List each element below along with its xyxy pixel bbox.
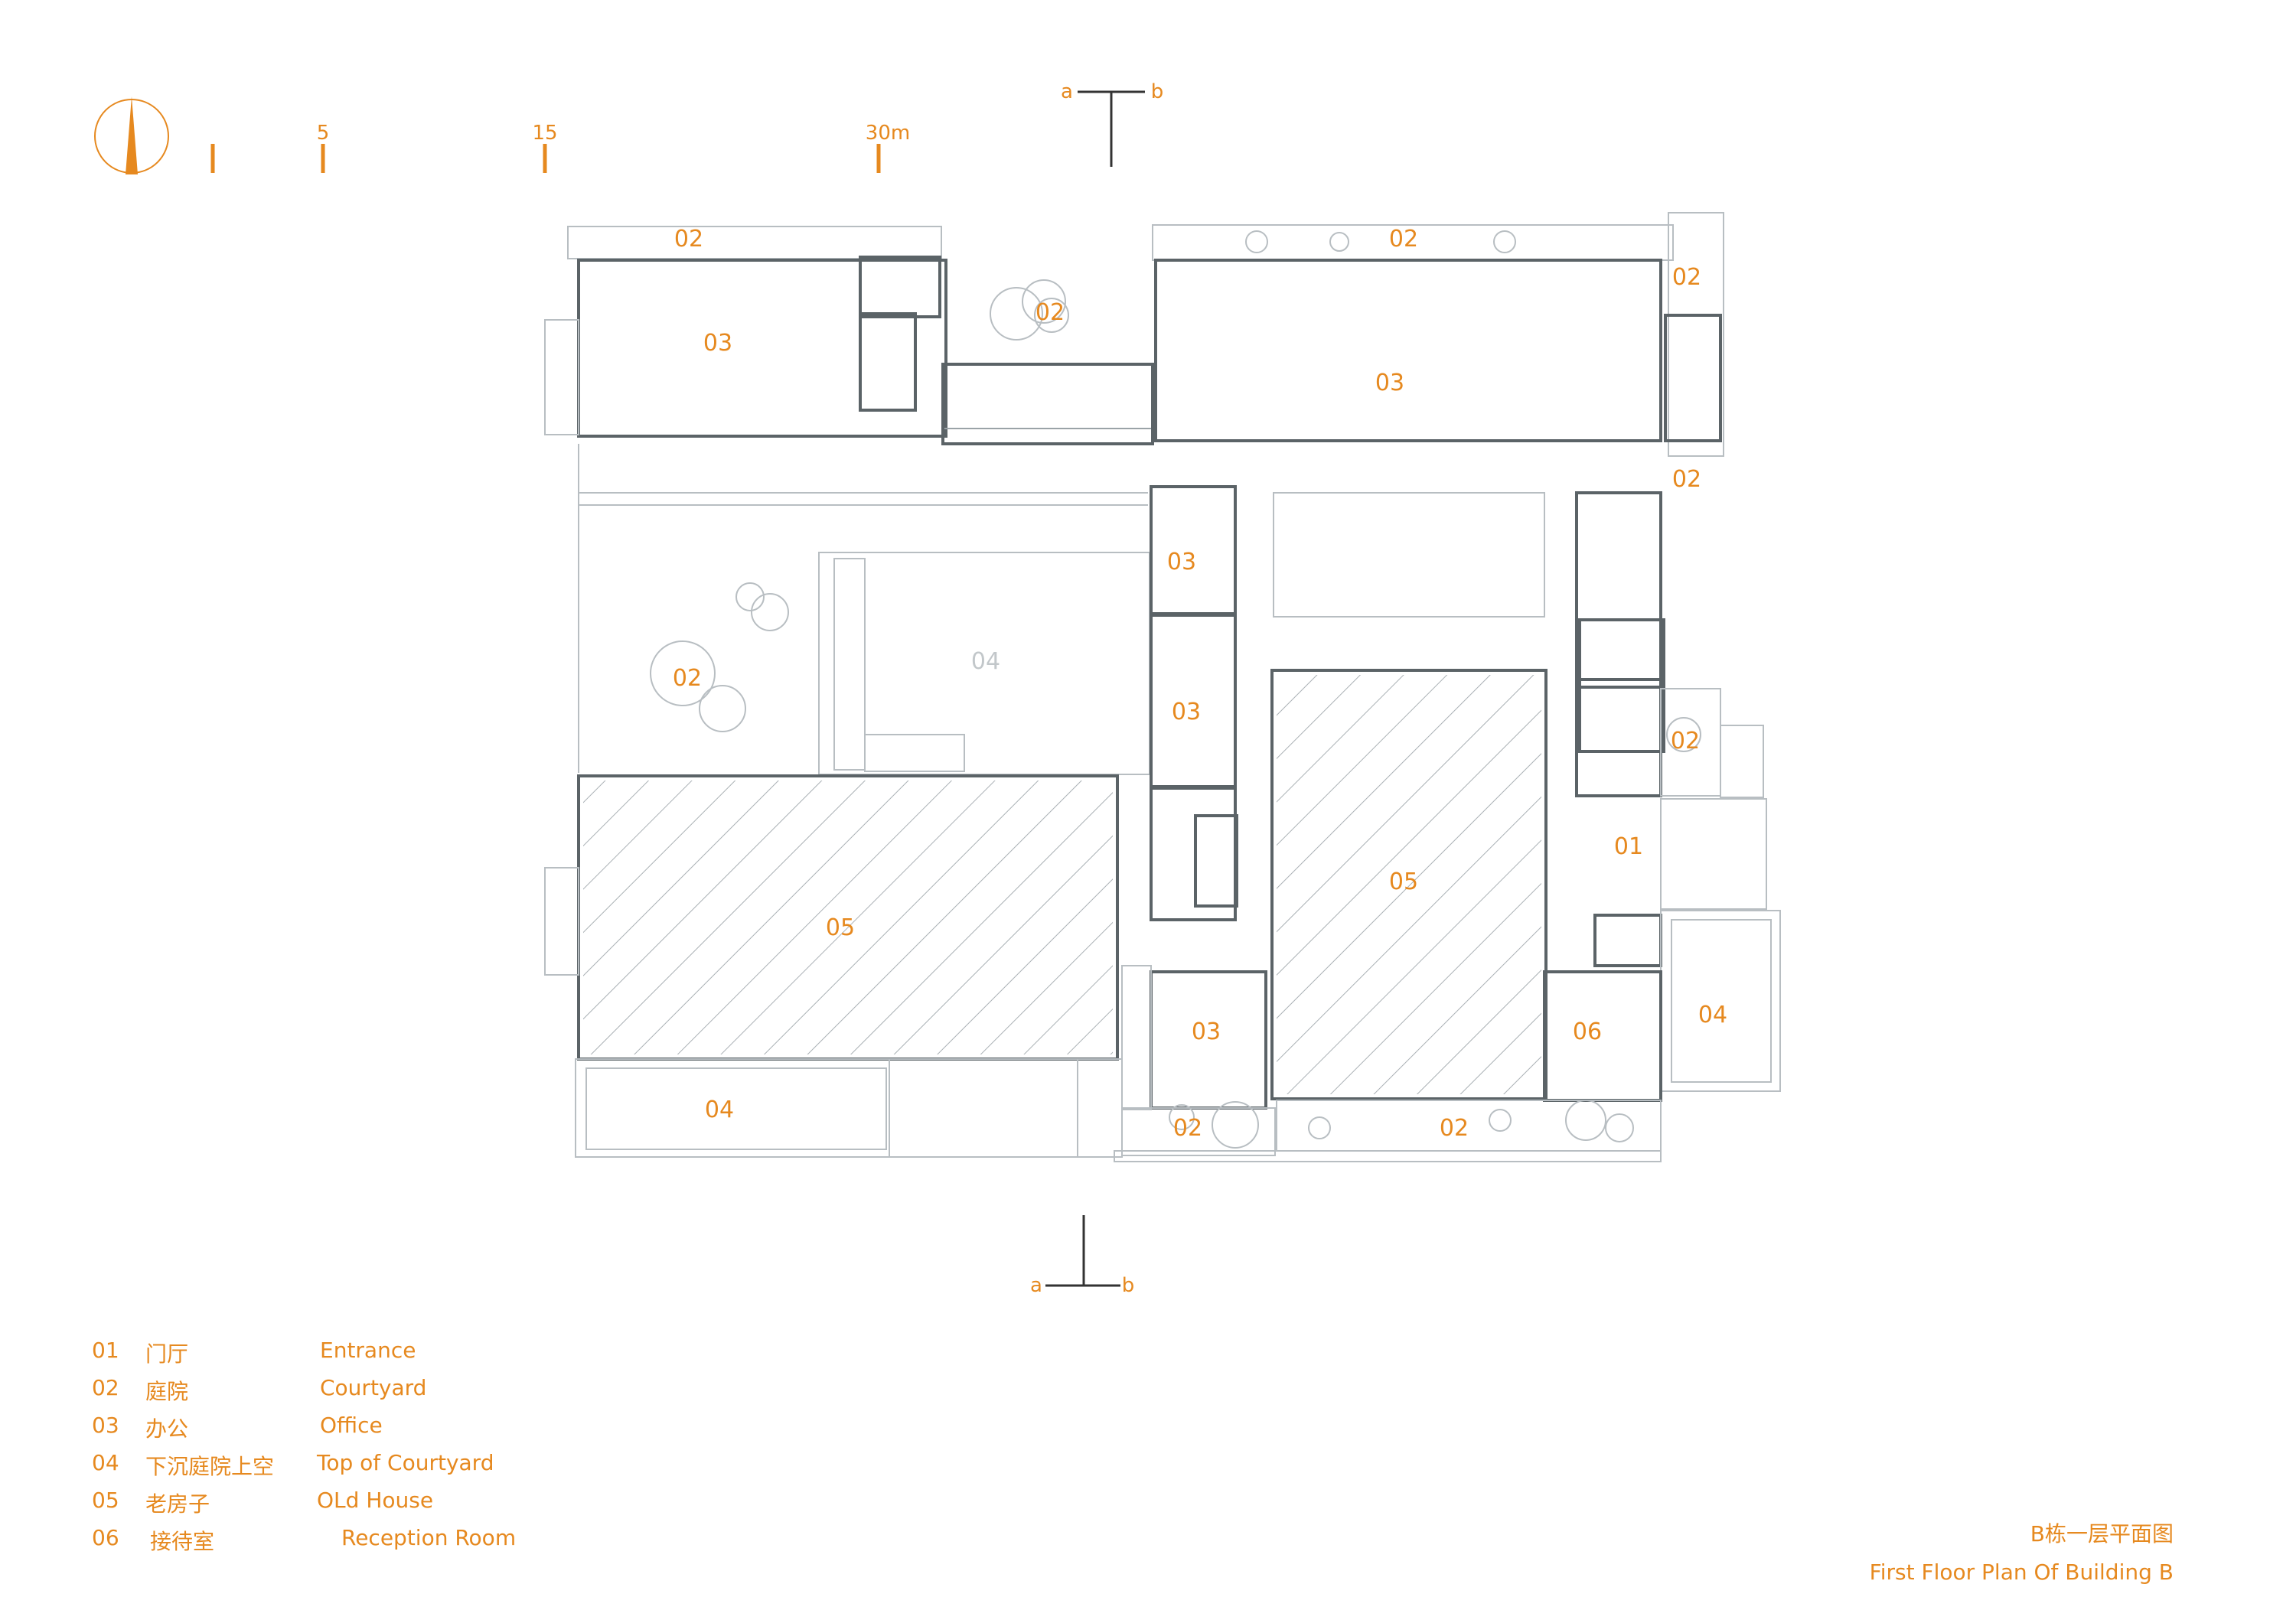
label-courtyard-bottom-2: 02: [1440, 1115, 1469, 1142]
legend-en: Office: [320, 1413, 383, 1438]
legend-num: 02: [92, 1375, 119, 1400]
section-marker-bottom: a b: [1030, 1215, 1134, 1297]
legend-cn: 办公: [145, 1416, 189, 1442]
label-sunken-courtyard-right: 04: [1698, 1002, 1727, 1028]
drawing-title-en: First Floor Plan Of Building B: [1869, 1559, 2174, 1585]
label-office-mid-1: 03: [1167, 549, 1196, 575]
legend-row: 04 下沉庭院上空 Top of Courtyard: [92, 1450, 673, 1484]
drawing-title: B栋一层平面图 First Floor Plan Of Building B: [1852, 1515, 2174, 1592]
legend-en: Top of Courtyard: [317, 1450, 494, 1475]
legend-row: 01 门厅 Entrance: [92, 1338, 673, 1371]
scale-tick-5: 5: [317, 122, 330, 145]
legend-num: 05: [92, 1488, 119, 1513]
scale-tick-30m: 30m: [866, 122, 910, 145]
label-courtyard-small: 02: [1035, 299, 1065, 326]
legend-en: Reception Room: [341, 1525, 517, 1550]
scale-tick-15: 15: [532, 122, 557, 145]
legend-row: 06 接待室 Reception Room: [92, 1525, 673, 1559]
legend-num: 06: [92, 1525, 119, 1550]
label-old-house-right: 05: [1389, 869, 1418, 895]
label-office-bottom: 03: [1192, 1018, 1221, 1045]
legend-row: 02 庭院 Courtyard: [92, 1375, 673, 1409]
section-b-top: b: [1151, 80, 1164, 103]
left-wing: [544, 226, 1154, 1158]
section-a-top: a: [1061, 80, 1073, 103]
label-office-mid-2: 03: [1172, 699, 1201, 725]
label-courtyard-top-right: 02: [1389, 226, 1418, 253]
north-arrow-icon: [94, 96, 169, 174]
legend-num: 04: [92, 1450, 119, 1475]
section-marker-top: a b: [1061, 80, 1163, 167]
legend-cn: 门厅: [145, 1341, 189, 1367]
label-reception: 06: [1573, 1018, 1602, 1045]
label-office-left: 03: [703, 330, 732, 357]
label-entrance: 01: [1614, 833, 1643, 860]
trees: [650, 230, 1701, 1149]
label-courtyard-right-1: 02: [1672, 264, 1701, 291]
drawing-title-cn: B栋一层平面图: [2030, 1521, 2174, 1546]
legend-num: 01: [92, 1338, 119, 1363]
label-courtyard-top-left: 02: [674, 226, 703, 253]
label-sunken-courtyard-bottom: 04: [705, 1097, 734, 1123]
right-wing: [1114, 212, 1781, 1162]
label-courtyard-right-2: 02: [1672, 466, 1701, 493]
label-courtyard-mid: 02: [673, 665, 702, 692]
legend-en: Courtyard: [320, 1375, 427, 1400]
legend-num: 03: [92, 1413, 119, 1438]
label-sunken-courtyard-mid: 04: [971, 648, 1000, 675]
legend-en: Entrance: [320, 1338, 416, 1363]
legend-row: 05 老房子 OLd House: [92, 1488, 673, 1521]
section-a-bottom: a: [1030, 1274, 1042, 1297]
label-courtyard-bottom-1: 02: [1173, 1115, 1202, 1142]
label-old-house-left: 05: [826, 914, 855, 941]
legend-cn: 庭院: [145, 1379, 189, 1404]
room-labels: 02 02 02 02 03 03 02 03 04 02 03 02 01 0…: [673, 226, 1727, 1142]
legend-row: 03 办公 Office: [92, 1413, 673, 1446]
label-courtyard-right-3: 02: [1671, 728, 1700, 754]
section-b-bottom: b: [1122, 1274, 1135, 1297]
legend-cn: 老房子: [145, 1491, 210, 1517]
label-office-right: 03: [1375, 370, 1404, 396]
middle-rooms: [1121, 485, 1276, 1156]
scale-bar: 5 15 30m: [210, 122, 910, 173]
legend-cn: 接待室: [150, 1529, 215, 1554]
legend-cn: 下沉庭院上空: [145, 1454, 275, 1479]
legend-en: OLd House: [317, 1488, 434, 1513]
